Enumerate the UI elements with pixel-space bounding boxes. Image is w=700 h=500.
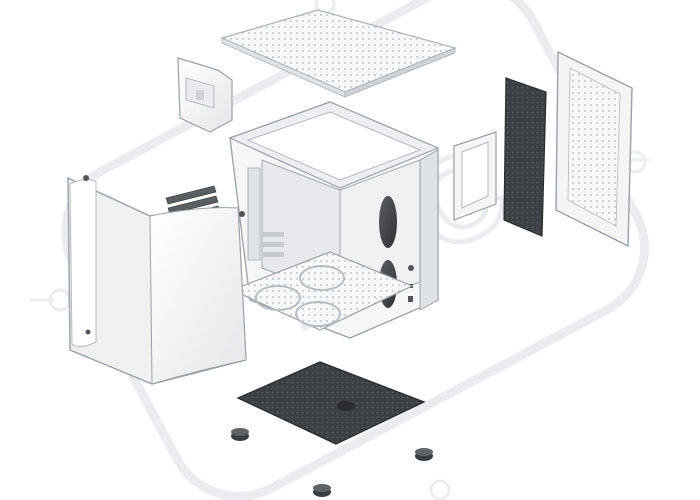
right-side-mesh-panel (555, 50, 633, 248)
side-dust-filter (503, 77, 547, 237)
fan-bracket (453, 131, 497, 221)
left-curved-panel (67, 175, 247, 385)
case-feet (231, 428, 433, 497)
main-chassis (228, 101, 440, 339)
top-mesh-panel (220, 9, 457, 98)
psu-bracket (177, 57, 233, 133)
bottom-dust-filter (236, 361, 426, 445)
